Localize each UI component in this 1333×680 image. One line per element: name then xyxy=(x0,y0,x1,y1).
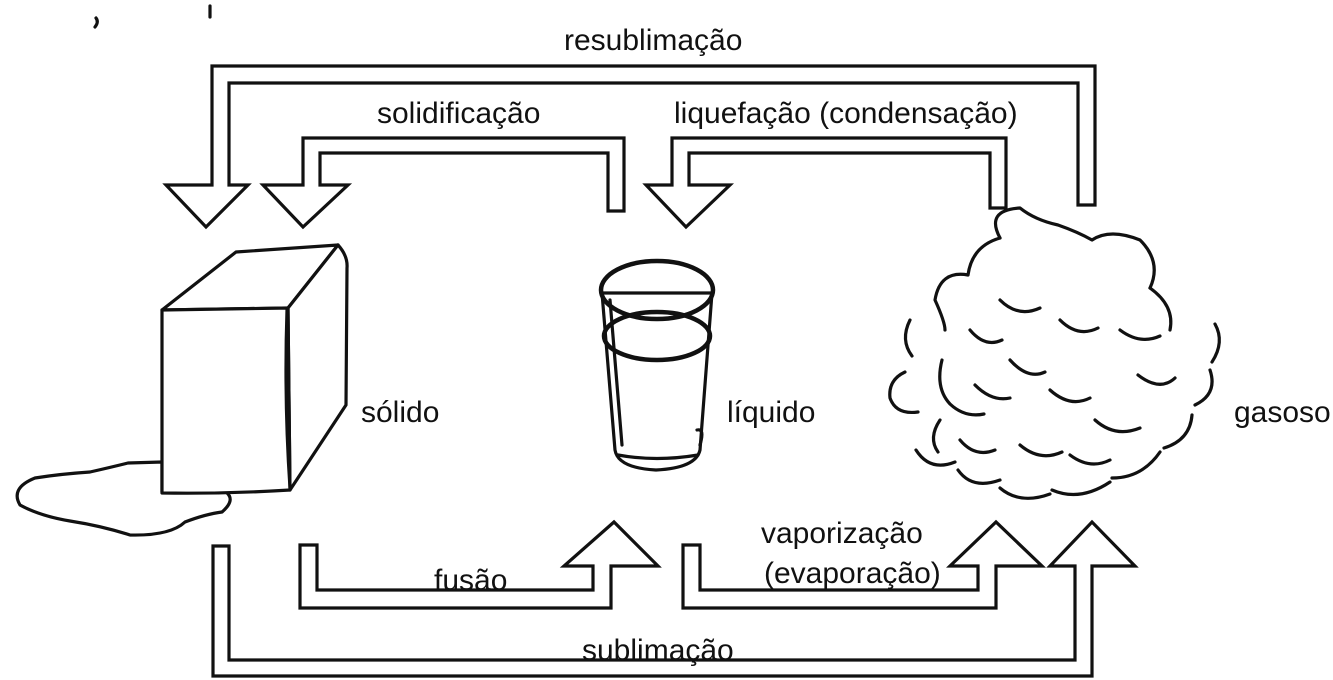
sublimation-arrow xyxy=(211,519,1139,678)
sublimation-label: sublimação xyxy=(582,634,734,667)
liquefaction-arrow xyxy=(642,136,1008,230)
gas-state-label: gasoso xyxy=(1234,396,1331,429)
vaporization-label-line2: (evaporação) xyxy=(764,557,941,590)
solid-ice-block xyxy=(15,243,349,537)
resublimation-arrow xyxy=(162,64,1097,230)
meltwater-puddle xyxy=(15,460,232,537)
resublimation-label: resublimação xyxy=(564,24,742,57)
ice-block-front xyxy=(160,306,292,495)
liquid-state-label: líquido xyxy=(727,396,815,429)
liquefaction-label: liquefação (condensação) xyxy=(674,97,1018,130)
fusion-label: fusão xyxy=(434,564,507,597)
vaporization-label-line1: vaporização xyxy=(761,517,923,550)
liquid-water-glass xyxy=(598,258,716,472)
ice-block-side xyxy=(286,243,349,492)
fusion-arrow xyxy=(298,519,662,610)
solidification-label: solidificação xyxy=(377,97,540,130)
cropped-top-marks xyxy=(93,4,212,29)
vaporization-arrow xyxy=(681,519,1046,610)
solid-state-label: sólido xyxy=(361,396,439,429)
gas-cloud xyxy=(888,206,1221,500)
solidification-arrow xyxy=(259,136,626,230)
